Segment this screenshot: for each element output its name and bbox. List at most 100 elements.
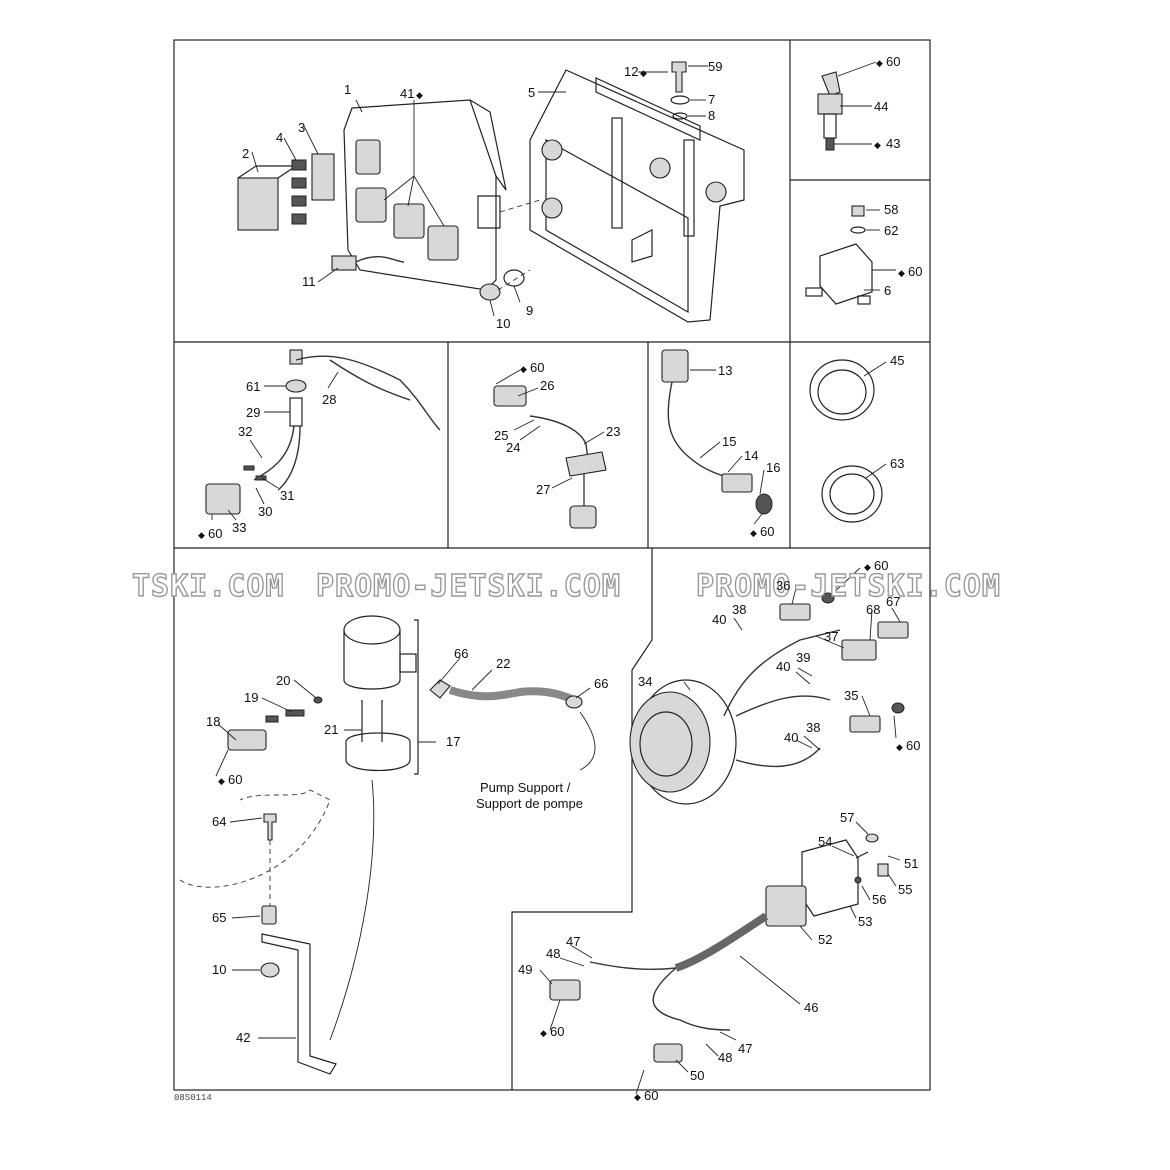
callout: 53 bbox=[858, 914, 872, 929]
callout: 7 bbox=[708, 92, 715, 107]
callout: 27 bbox=[536, 482, 550, 497]
callout: 60 bbox=[228, 772, 242, 787]
sensor-cable bbox=[529, 415, 589, 461]
hose bbox=[448, 686, 576, 704]
washer bbox=[503, 269, 525, 287]
solenoid-body bbox=[819, 243, 873, 305]
drop-icon: ◆ bbox=[416, 90, 423, 100]
callout: 4 bbox=[276, 130, 283, 145]
pump-terminal bbox=[285, 709, 305, 717]
pump-outlet bbox=[399, 653, 417, 673]
clip-55 bbox=[877, 863, 889, 877]
part-labels: 1 41 ◆ 3 4 2 5 12 ◆ 59 7 8 11 9 10 ◆ 60 … bbox=[174, 54, 922, 1103]
drop-icon: ◆ bbox=[218, 776, 225, 786]
nut bbox=[479, 283, 501, 301]
drop-icon: ◆ bbox=[898, 268, 905, 278]
callout: 33 bbox=[232, 520, 246, 535]
sensor-cable bbox=[295, 355, 441, 431]
sender-seal bbox=[755, 493, 773, 515]
bracket-slot bbox=[595, 77, 701, 141]
callout: 40 bbox=[784, 730, 798, 745]
gauge-harness bbox=[735, 747, 821, 768]
sensor-grommet bbox=[285, 379, 307, 393]
leader-lines bbox=[211, 61, 901, 1095]
hose-clamp bbox=[565, 695, 583, 709]
diag-wire bbox=[355, 256, 405, 263]
callout: 32 bbox=[238, 424, 252, 439]
sensor-connector bbox=[493, 385, 527, 407]
callout: 66 bbox=[454, 646, 468, 661]
ecu-connector-right bbox=[427, 225, 459, 261]
fuse bbox=[291, 159, 307, 171]
bolt bbox=[671, 61, 687, 93]
fuse-block bbox=[237, 177, 279, 231]
speed-sensor bbox=[493, 385, 607, 529]
fuse bbox=[291, 213, 307, 225]
bracket-post bbox=[683, 139, 695, 237]
grommet bbox=[649, 157, 671, 179]
watermark-segment: TSKI.COM bbox=[132, 569, 285, 604]
callout: 64 bbox=[212, 814, 226, 829]
diag-connector bbox=[331, 255, 357, 271]
callout: 49 bbox=[518, 962, 532, 977]
callout: 23 bbox=[606, 424, 620, 439]
callout: 54 bbox=[818, 834, 832, 849]
callout: 2 bbox=[242, 146, 249, 161]
drop-icon: ◆ bbox=[896, 742, 903, 752]
solenoid-washer bbox=[850, 226, 866, 234]
callout: 38 bbox=[806, 720, 820, 735]
grommet bbox=[705, 181, 727, 203]
callout: 40 bbox=[712, 612, 726, 627]
callout: 28 bbox=[322, 392, 336, 407]
callout: 30 bbox=[258, 504, 272, 519]
callout: 48 bbox=[546, 946, 560, 961]
mounting-bracket bbox=[529, 61, 745, 323]
hose-clamp bbox=[429, 679, 451, 699]
gauge-face bbox=[639, 711, 693, 777]
callout: 55 bbox=[898, 882, 912, 897]
terminal bbox=[255, 475, 267, 481]
callout: 1 bbox=[344, 82, 351, 97]
callout: 60 bbox=[760, 524, 774, 539]
harness-branch bbox=[589, 961, 677, 970]
pump-cap-top bbox=[343, 615, 401, 645]
callout: 35 bbox=[844, 688, 858, 703]
gauge-harness bbox=[723, 629, 841, 717]
sensor-hex bbox=[817, 93, 843, 115]
callout: 26 bbox=[540, 378, 554, 393]
callout: 65 bbox=[212, 910, 226, 925]
solenoid-valve bbox=[805, 205, 873, 305]
gauge-rings bbox=[809, 359, 883, 523]
socket-53 bbox=[801, 839, 859, 917]
sensor-paddle bbox=[565, 451, 607, 477]
pump-body bbox=[343, 630, 401, 690]
callout: 51 bbox=[904, 856, 918, 871]
fuel-sender bbox=[661, 349, 773, 515]
callout: 6 bbox=[884, 283, 891, 298]
nut bbox=[260, 962, 280, 978]
connector-49 bbox=[549, 979, 581, 1001]
callout: 60 bbox=[908, 264, 922, 279]
callout: 50 bbox=[690, 1068, 704, 1083]
lead-wire bbox=[253, 425, 295, 481]
grommet bbox=[541, 197, 563, 219]
callout: 19 bbox=[244, 690, 258, 705]
callout: 10 bbox=[212, 962, 226, 977]
pump-terminal bbox=[265, 715, 279, 723]
solenoid-port bbox=[857, 295, 871, 305]
harness-branch bbox=[652, 967, 731, 1031]
callout: 60 bbox=[906, 738, 920, 753]
gauge-bezel bbox=[629, 691, 711, 793]
callout: 18 bbox=[206, 714, 220, 729]
solenoid-port bbox=[805, 287, 823, 297]
callout: 41 bbox=[400, 86, 414, 101]
callout: 8 bbox=[708, 108, 715, 123]
ring-63-outer bbox=[821, 465, 883, 523]
drop-icon: ◆ bbox=[864, 562, 871, 572]
callout: 60 bbox=[874, 558, 888, 573]
drop-icon: ◆ bbox=[540, 1028, 547, 1038]
water-sensor-harness bbox=[205, 349, 441, 515]
callout: 56 bbox=[872, 892, 886, 907]
